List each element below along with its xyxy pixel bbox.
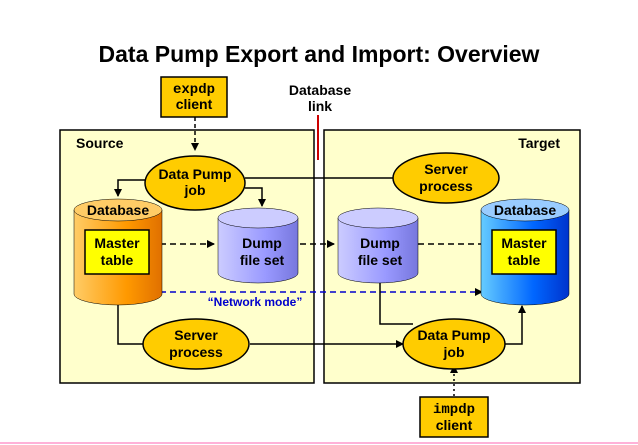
expdp-client-line2: client bbox=[176, 96, 213, 112]
source-db-to-server-connector bbox=[117, 305, 143, 345]
target-label: Target bbox=[518, 135, 560, 151]
target-job-line1: Data Pump bbox=[417, 327, 490, 343]
source-database: Database Master table bbox=[73, 198, 163, 306]
job-to-source-dump-connector bbox=[245, 187, 266, 207]
target-dump-line1: Dump bbox=[360, 235, 400, 251]
source-server-process: Server process bbox=[142, 318, 250, 370]
target-data-pump-job: Data Pump job bbox=[402, 318, 506, 370]
expdp-client-box: expdp client bbox=[160, 76, 228, 118]
source-label: Source bbox=[76, 135, 124, 151]
database-link-label-line1: Database bbox=[289, 82, 351, 98]
target-dump-file-set: Dump file set bbox=[337, 207, 419, 284]
source-master-table bbox=[84, 229, 150, 275]
target-database-label: Database bbox=[494, 202, 556, 218]
source-master-line2: table bbox=[101, 252, 134, 268]
target-master-line2: table bbox=[508, 252, 541, 268]
source-server-line2: process bbox=[169, 344, 223, 360]
source-server-line1: Server bbox=[174, 327, 218, 343]
target-dump-line2: file set bbox=[358, 252, 403, 268]
database-link-label-line2: link bbox=[308, 98, 332, 114]
impdp-client-line1: impdp bbox=[433, 402, 475, 418]
source-database-label: Database bbox=[87, 202, 149, 218]
source-job-line2: job bbox=[184, 182, 206, 198]
target-server-line1: Server bbox=[424, 161, 468, 177]
target-master-table bbox=[491, 229, 557, 275]
source-job-line1: Data Pump bbox=[158, 166, 231, 182]
target-master-line1: Master bbox=[501, 235, 547, 251]
source-data-pump-job: Data Pump job bbox=[144, 155, 246, 211]
target-database: Database Master table bbox=[480, 198, 570, 306]
target-dump-to-job-connector bbox=[379, 282, 413, 325]
target-server-process: Server process bbox=[392, 152, 500, 204]
page-title: Data Pump Export and Import: Overview bbox=[99, 41, 540, 67]
source-dump-line2: file set bbox=[240, 252, 285, 268]
expdp-client-line1: expdp bbox=[173, 82, 215, 98]
impdp-client-line2: client bbox=[436, 417, 473, 433]
target-job-to-db-connector bbox=[505, 305, 526, 345]
target-server-line2: process bbox=[419, 178, 473, 194]
impdp-client-box: impdp client bbox=[419, 396, 489, 438]
target-job-line2: job bbox=[443, 344, 465, 360]
network-mode-label: “Network mode” bbox=[208, 295, 303, 309]
source-master-line1: Master bbox=[94, 235, 140, 251]
job-to-source-db-connector bbox=[114, 179, 147, 197]
source-dump-line1: Dump bbox=[242, 235, 282, 251]
source-dump-file-set: Dump file set bbox=[217, 207, 299, 284]
